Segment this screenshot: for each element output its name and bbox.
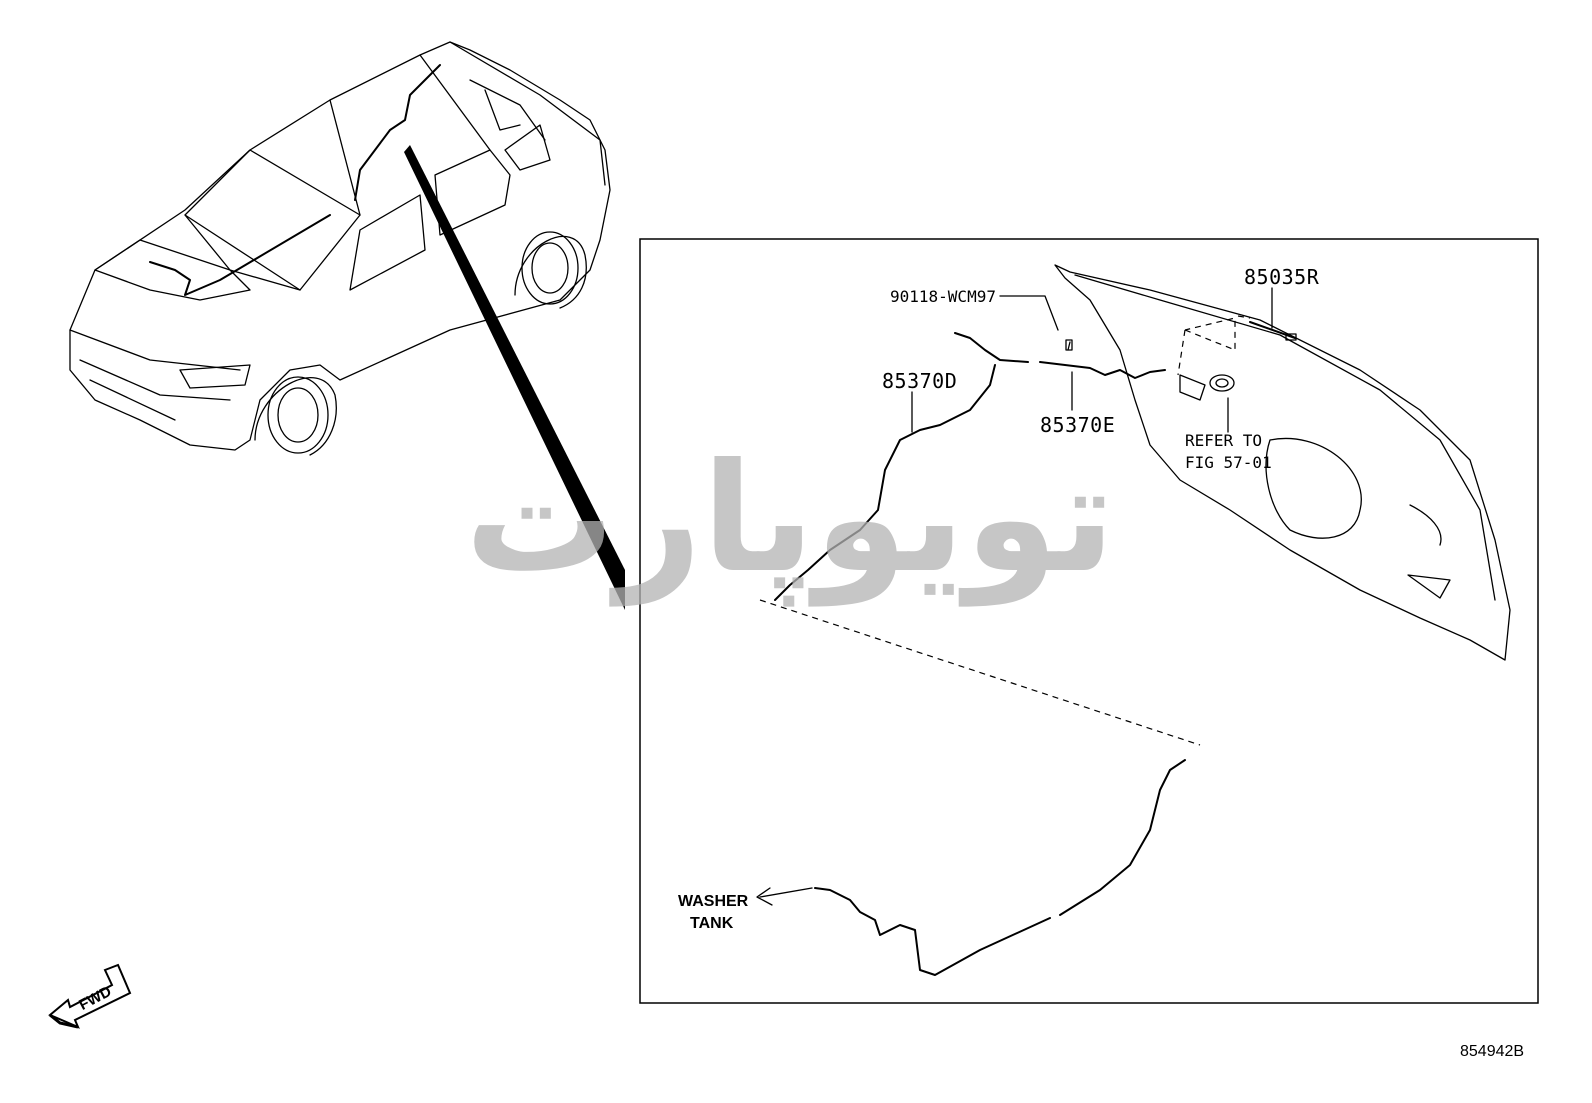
detail-frame xyxy=(639,238,1539,1004)
car-overview-illustration xyxy=(69,41,625,610)
figure-code: 854942B xyxy=(1460,1043,1524,1060)
label-90118-wcm97: 90118-WCM97 xyxy=(890,287,996,306)
pointer-wedge xyxy=(404,145,625,610)
washer-tank-line-2: TANK xyxy=(690,915,734,932)
label-85370d: 85370D xyxy=(882,369,957,393)
label-85370e: 85370E xyxy=(1040,413,1115,437)
watermark: تویوپارت xyxy=(465,432,1115,607)
refer-line-2: FIG 57-01 xyxy=(1185,453,1272,472)
washer-tank-line-1: WASHER xyxy=(678,893,749,910)
rear-spoiler-panel xyxy=(1054,264,1511,661)
refer-line-1: REFER TO xyxy=(1185,431,1262,450)
fwd-arrow-icon: FWD xyxy=(48,963,132,1029)
leader-90118 xyxy=(999,295,1059,331)
hose-85370d xyxy=(774,332,1029,601)
nozzle-85035r xyxy=(1177,315,1297,376)
hose-to-washer-tank xyxy=(756,759,1186,976)
label-85035r: 85035R xyxy=(1244,265,1320,289)
hose-85370e xyxy=(1039,339,1166,379)
hose-route-dashed xyxy=(759,599,1201,746)
